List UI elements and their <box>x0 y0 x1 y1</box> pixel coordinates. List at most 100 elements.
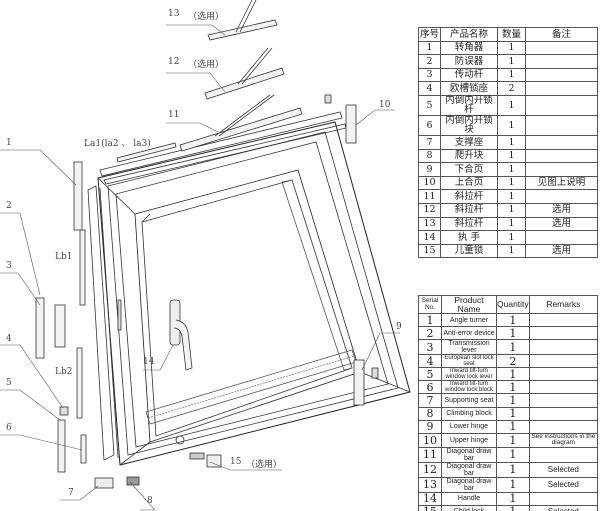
cell-quantity: 1 <box>497 54 526 69</box>
cell-remarks <box>528 354 599 369</box>
cell-quantity: 1 <box>496 326 530 341</box>
cell-product-name: 传动杆 <box>440 67 498 83</box>
cell-product-name: 上合页 <box>440 175 498 191</box>
callout-13-optional: （选用） <box>188 12 225 22</box>
cell-serial-no: 12 <box>418 202 441 218</box>
cell-quantity: 1 <box>496 491 530 506</box>
cell-serial-no: 11 <box>418 189 441 204</box>
cell-serial-no: 4 <box>418 354 442 369</box>
cell-remarks <box>525 230 598 245</box>
callout-10: 10 <box>379 100 391 110</box>
cell-serial-no: 10 <box>418 175 441 191</box>
callout-11: 11 <box>168 110 180 120</box>
cell-quantity: 1 <box>497 243 526 259</box>
cell-serial-no: 12 <box>418 461 442 478</box>
cell-remarks <box>525 162 598 177</box>
cell-product-name: 儿童锁 <box>440 243 498 259</box>
cell-remarks: Selected <box>528 504 599 511</box>
cell-product-name: Diagonal draw bar <box>441 476 497 493</box>
cell-product-name: 内倒内开锁块 <box>440 114 498 136</box>
cell-product-name: Diagonal draw bar <box>441 461 497 478</box>
cell-product-name: 执 手 <box>440 230 498 245</box>
cell-product-name: Climbing block <box>441 406 497 421</box>
cell-serial-no: 13 <box>418 216 441 232</box>
header-serial-no: Serial No. <box>418 295 442 314</box>
header-remarks: 备注 <box>525 27 598 42</box>
cell-quantity: 1 <box>497 40 526 56</box>
cell-quantity: 1 <box>496 406 530 421</box>
cell-product-name: Supporting seat <box>441 393 497 408</box>
cell-serial-no: 7 <box>418 393 442 408</box>
cell-product-name: 支撑座 <box>440 134 498 150</box>
cell-serial-no: 13 <box>418 476 442 493</box>
callout-12-optional: （选用） <box>188 60 225 70</box>
cell-product-name: Upper hinge <box>441 432 497 448</box>
cell-quantity: 1 <box>497 175 526 191</box>
cell-remarks <box>528 446 599 463</box>
cell-quantity: 1 <box>497 67 526 83</box>
cell-product-name: Inward tilt-turn window lock block <box>441 380 497 395</box>
cell-remarks <box>525 94 598 116</box>
table-row: 15Child lock1Selected <box>418 504 599 511</box>
cell-quantity: 1 <box>497 114 526 136</box>
callout-4: 4 <box>6 334 12 344</box>
cell-remarks: 选用 <box>525 216 598 232</box>
cell-product-name: Anti-error device <box>441 326 497 341</box>
cell-product-name: Inward tilt-turn window lock lever <box>441 367 497 382</box>
cell-serial-no: 3 <box>418 339 442 356</box>
cell-quantity: 1 <box>497 162 526 177</box>
cell-serial-no: 1 <box>418 312 442 328</box>
cell-remarks <box>528 393 599 408</box>
cell-product-name: 转角器 <box>440 40 498 56</box>
callout-13: 13 <box>168 9 180 19</box>
cell-remarks: Selected <box>528 476 599 493</box>
cell-product-name: Handle <box>441 491 497 506</box>
cell-product-name: 爬升块 <box>440 148 498 164</box>
cell-serial-no: 4 <box>418 81 441 96</box>
cell-quantity: 2 <box>496 354 530 369</box>
cell-serial-no: 8 <box>418 406 442 421</box>
cell-serial-no: 11 <box>418 446 442 463</box>
cell-remarks <box>528 326 599 341</box>
header-product-name: 产品名称 <box>440 27 498 42</box>
cell-remarks: 选用 <box>525 202 598 218</box>
cell-remarks <box>525 114 598 136</box>
cell-quantity: 1 <box>497 148 526 164</box>
header-remarks: Remarks <box>528 295 599 314</box>
callout-lb1: Lb1 <box>55 252 73 262</box>
callout-8: 8 <box>147 496 153 506</box>
cell-remarks <box>525 134 598 150</box>
header-quantity: Quantity <box>496 295 530 314</box>
cell-serial-no: 6 <box>418 380 442 395</box>
cell-serial-no: 15 <box>418 243 441 259</box>
cell-product-name: Lower hinge <box>441 419 497 434</box>
cell-serial-no: 8 <box>418 148 441 164</box>
cell-product-name: 内倒内开锁杆 <box>440 94 498 116</box>
cell-quantity: 1 <box>496 476 530 493</box>
table-header-row: 序号产品名称数量备注 <box>418 27 598 42</box>
cell-product-name: 斜拉杆 <box>440 189 498 204</box>
cell-product-name: 下合页 <box>440 162 498 177</box>
cell-remarks <box>525 81 598 96</box>
cell-product-name: Diagonal draw bar <box>441 446 497 463</box>
cell-quantity: 1 <box>496 419 530 434</box>
